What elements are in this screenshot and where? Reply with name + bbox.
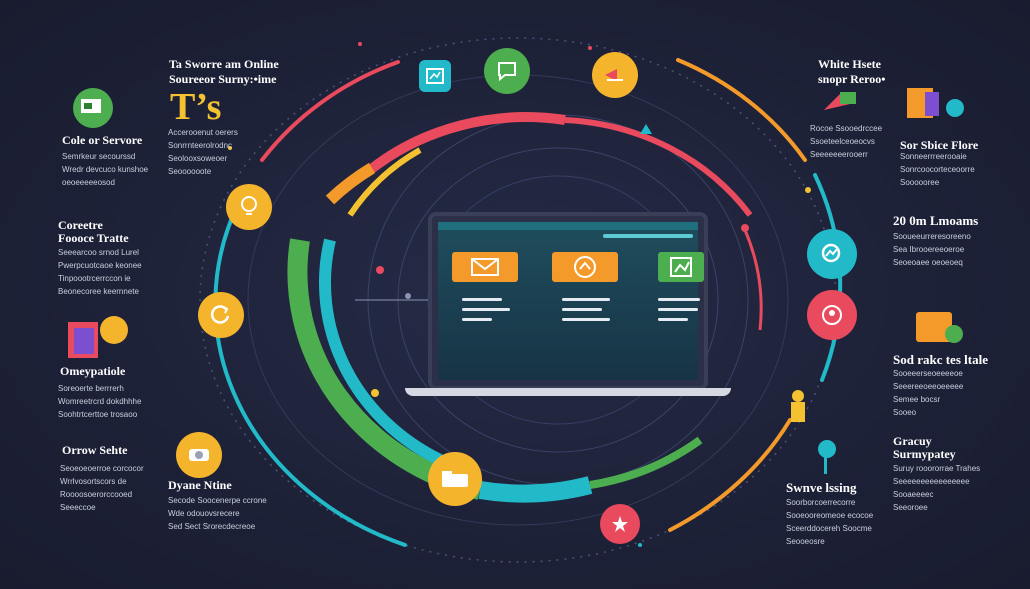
folder-icon bbox=[905, 86, 965, 126]
right-section3-title: Sod rakc tes ltale bbox=[893, 352, 988, 367]
chart-bubble-icon bbox=[552, 252, 618, 282]
left-section1-title: Cole or Servore bbox=[62, 133, 143, 147]
email-icon bbox=[452, 252, 518, 282]
header-right-title1: White Hsete bbox=[818, 57, 881, 71]
chart-icon bbox=[820, 90, 858, 112]
pin-stem bbox=[824, 456, 827, 474]
chat-icon bbox=[484, 48, 530, 94]
chart-icon bbox=[419, 60, 451, 92]
laptop-screen bbox=[438, 222, 704, 380]
user-icon bbox=[786, 388, 810, 424]
right-section1-title: Sor Sbice Flore bbox=[900, 138, 979, 152]
folder-icon bbox=[914, 308, 968, 346]
dyane-title: Dyane Ntine bbox=[168, 478, 232, 492]
right-section4-title: Gracuy bbox=[893, 434, 932, 448]
chart-icon bbox=[73, 88, 113, 128]
user-icon bbox=[807, 290, 857, 340]
folder-icon bbox=[428, 452, 482, 506]
chart-icon bbox=[658, 252, 704, 282]
lightbulb-icon bbox=[226, 184, 272, 230]
right-section2-title: 20 0m Lmoams bbox=[893, 213, 979, 228]
header-left-big: T’s bbox=[170, 86, 222, 128]
left-section2-title: Coreetre bbox=[58, 218, 103, 232]
left-section4-title: Orrow Sehte bbox=[62, 443, 128, 457]
header-left-line2: Soureeor Surny:•ime bbox=[169, 72, 277, 86]
laptop-graphic bbox=[428, 212, 708, 390]
right-section4-title2: Surmypatey bbox=[893, 447, 956, 461]
header-right-title2: snopr Reroo• bbox=[818, 72, 886, 86]
left-section3-title: Omeypatiole bbox=[60, 364, 126, 378]
pin-icon bbox=[818, 440, 836, 458]
user-icon bbox=[66, 312, 132, 364]
laptop-base bbox=[405, 388, 731, 396]
search-icon bbox=[807, 229, 857, 279]
gear-icon bbox=[176, 432, 222, 478]
refresh-icon bbox=[198, 292, 244, 338]
star-icon bbox=[600, 504, 640, 544]
bottom-center-title: Swnve lssing bbox=[786, 480, 857, 495]
header-left-line1: Ta Sworre am Online bbox=[169, 57, 279, 71]
left-section2-title2: Foooce Tratte bbox=[58, 231, 129, 245]
megaphone-icon bbox=[592, 52, 638, 98]
